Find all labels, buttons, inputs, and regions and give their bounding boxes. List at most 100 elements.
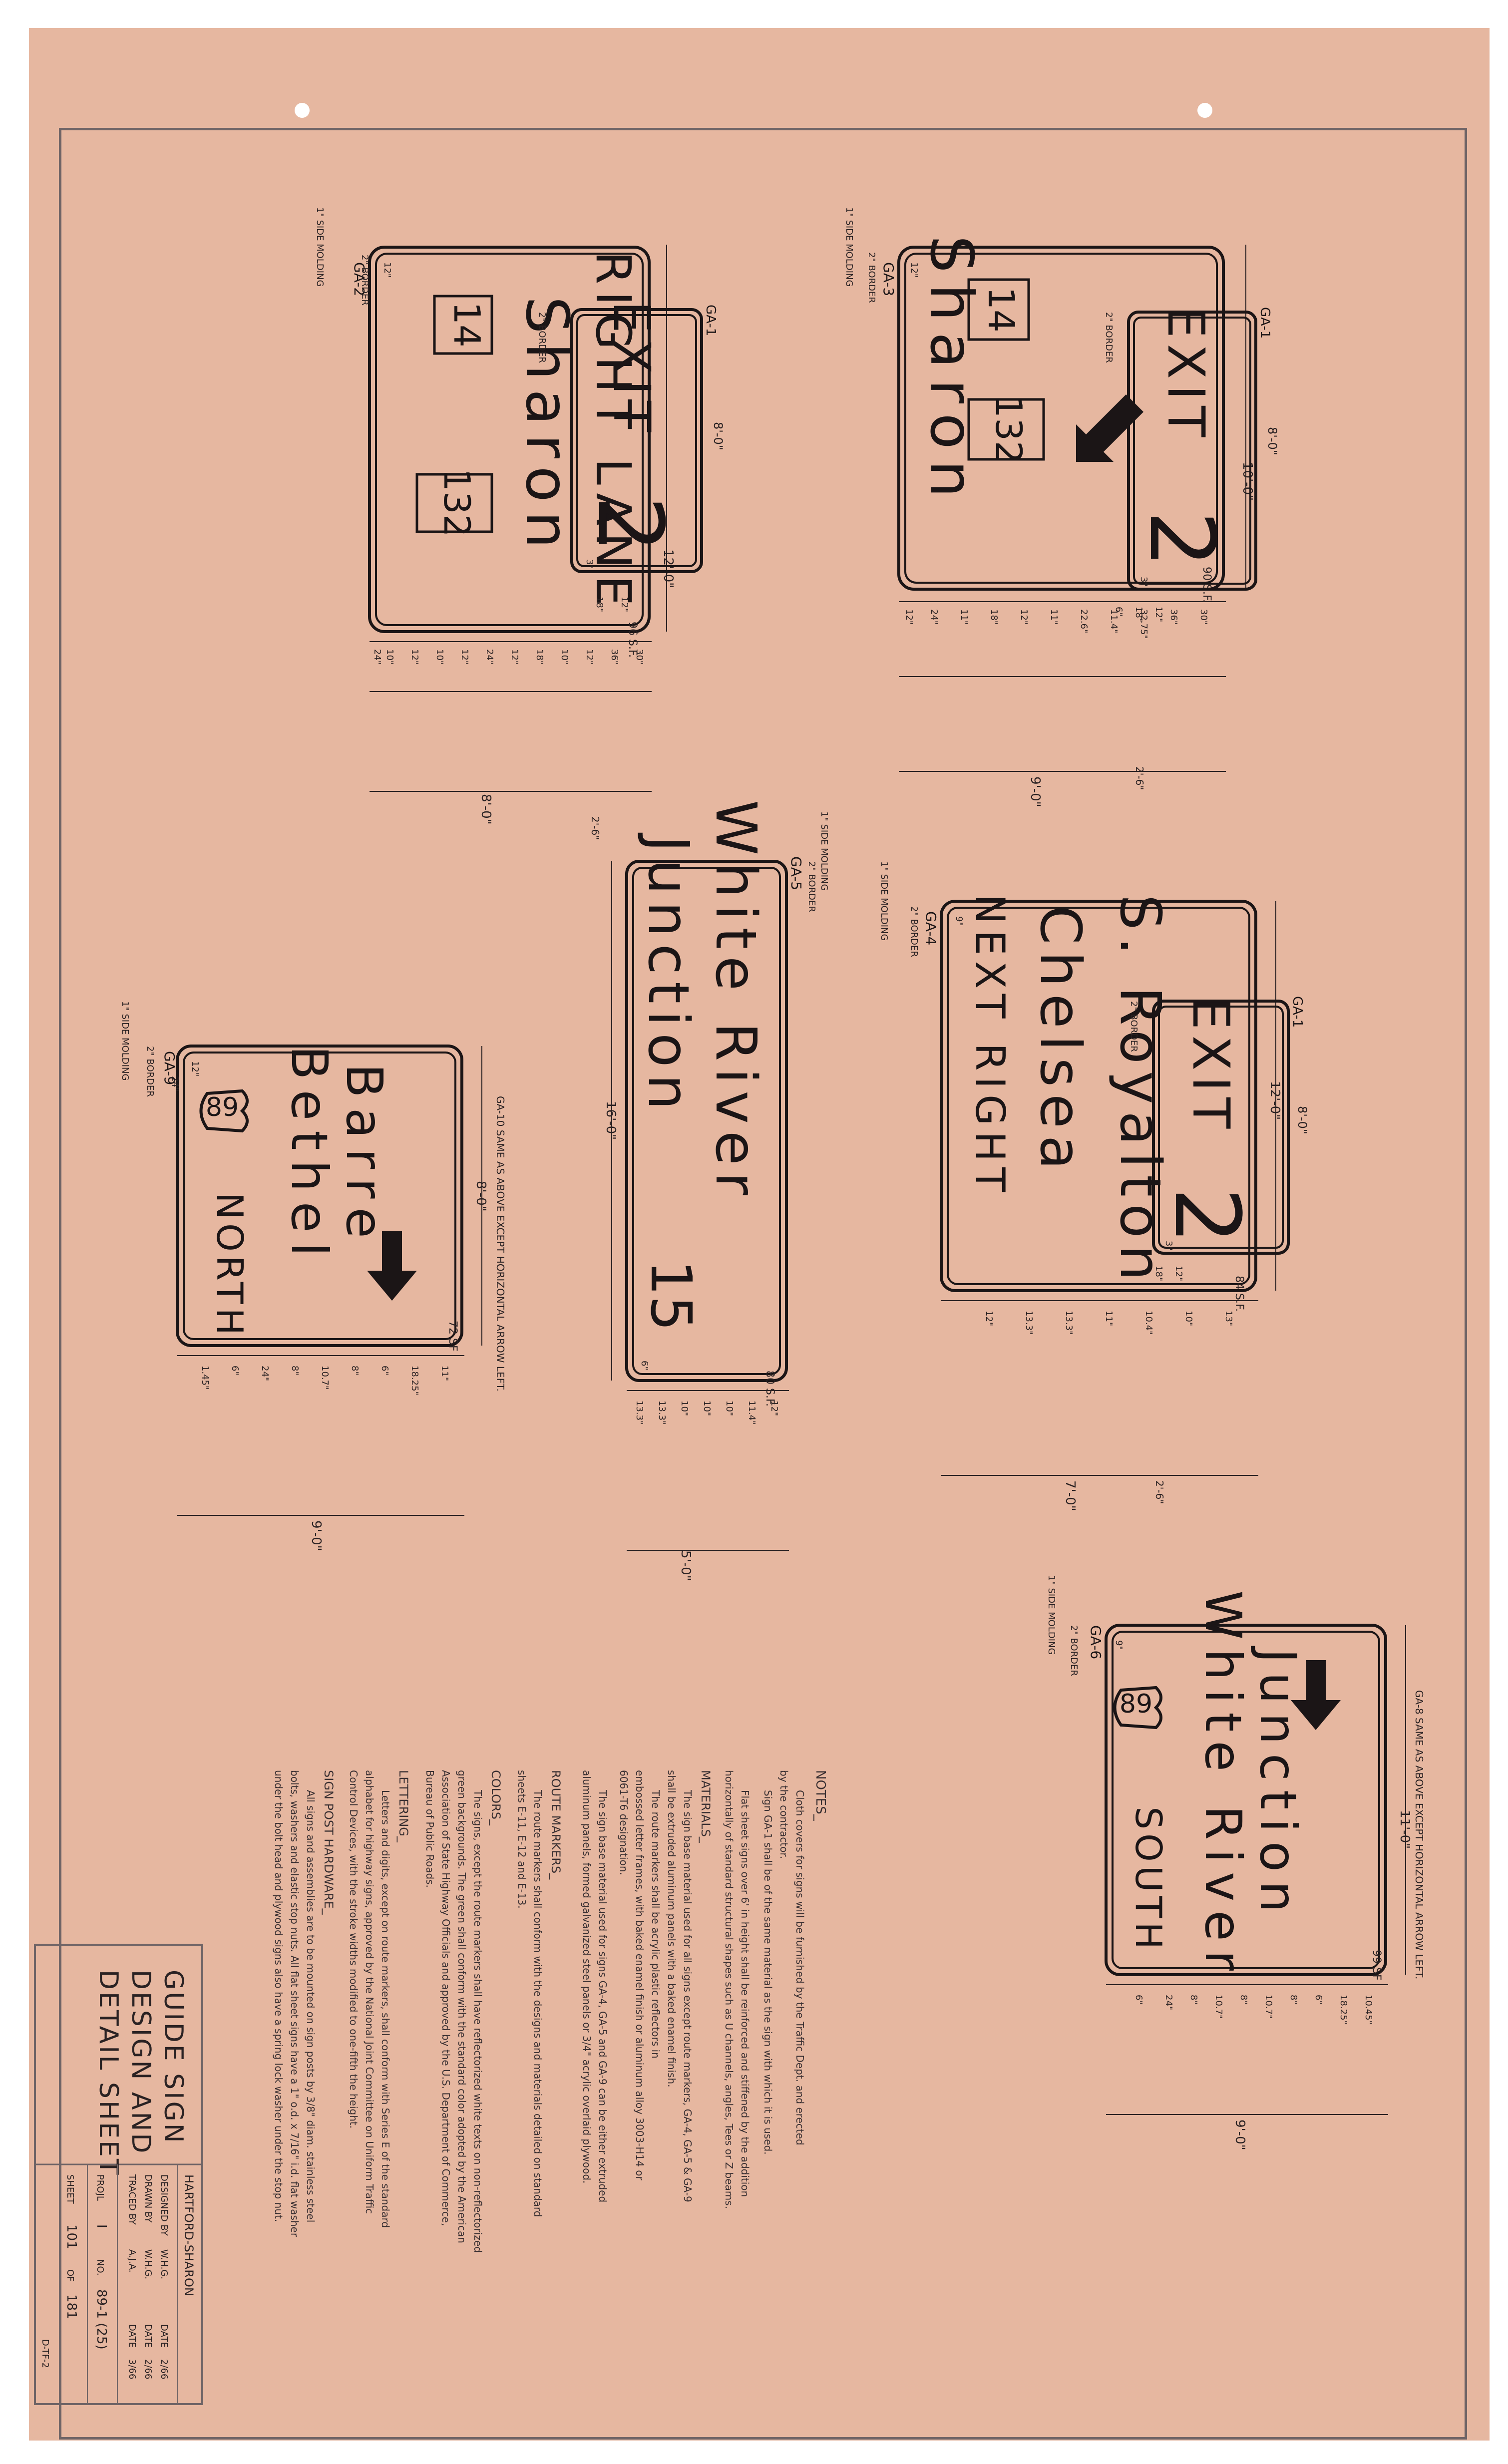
- ga3-route-left: 14: [980, 287, 1022, 333]
- ga4-line3: NEXT RIGHT: [967, 894, 1013, 1198]
- ga5-width: 16'-0": [603, 1101, 618, 1140]
- svg-text:1.45": 1.45": [200, 1366, 210, 1390]
- svg-text:10": 10": [724, 1401, 735, 1416]
- ga9-border: 2" BORDER: [145, 1046, 155, 1097]
- ga4-label: GA-4: [923, 911, 939, 945]
- ga4-height: 7'-0": [1063, 1480, 1078, 1511]
- ga1b-word: EXIT: [1156, 306, 1215, 443]
- svg-text:by the contractor.: by the contractor.: [778, 1770, 790, 1859]
- ga1a-num: 2: [578, 496, 682, 553]
- drawing-border-frame: [59, 128, 1467, 2440]
- svg-text:6061-T6 designation.: 6061-T6 designation.: [618, 1770, 630, 1875]
- svg-text:18.25": 18.25": [409, 1366, 420, 1396]
- ga1c-num: 2: [1154, 1187, 1259, 1245]
- ga3-arrow-icon: [1076, 394, 1143, 462]
- ga6-line1: White River: [1194, 1590, 1252, 1980]
- ga4-area: 84 S.F.: [1233, 1276, 1245, 1312]
- svg-text:12": 12": [409, 649, 420, 665]
- ga9-dimension-labels: 11" 18.25" 6" 8" 10.7" 8" 24" 6" 1.45": [200, 1366, 450, 1396]
- ga6-radius: 9": [1114, 1640, 1124, 1650]
- traced-date: 3/66: [127, 2359, 137, 2379]
- svg-text:All signs and assemblies are t: All signs and assemblies are to be mount…: [305, 1790, 317, 2222]
- ga2-border: 2" BORDER: [360, 255, 370, 306]
- svg-text:12": 12": [584, 649, 595, 665]
- materials-heading: MATERIALS_: [699, 1770, 713, 1843]
- svg-text:green backgrounds. The green s: green backgrounds. The green shall confo…: [456, 1770, 468, 2243]
- sign-ga4: S. Royalton Chelsea NEXT RIGHT GA-4 84 S…: [879, 861, 1282, 1511]
- ga1a-label: GA-1: [703, 305, 718, 336]
- svg-text:18": 18": [594, 597, 605, 612]
- svg-text:13": 13": [1223, 1311, 1234, 1326]
- ga5-line2: Junction: [636, 832, 701, 1116]
- ga1b-width: 8'-0": [1265, 427, 1279, 455]
- svg-text:13.3": 13.3": [1064, 1311, 1074, 1335]
- ga1c-radius: 3": [1163, 1241, 1174, 1251]
- ga9-label: GA-9: [161, 1051, 178, 1085]
- title-line3: DETAIL SHEET: [93, 1970, 123, 2177]
- designed-by: W.H.G.: [159, 2249, 169, 2279]
- ga3-area: 90 S.F.: [1200, 567, 1213, 603]
- route-markers-heading: ROUTE MARKERS_: [549, 1770, 563, 1880]
- ga5-molding: 1" SIDE MOLDING: [819, 811, 829, 891]
- ga6-height: 9'-0": [1232, 2119, 1247, 2150]
- ga3-word: Sharon: [917, 236, 986, 509]
- svg-text:18": 18": [1133, 607, 1144, 622]
- ga5-radius: 6": [639, 1361, 650, 1371]
- ga4-radius: 9": [954, 916, 964, 926]
- ga6-dir: SOUTH: [1128, 1806, 1169, 1953]
- svg-text:10.45": 10.45": [1363, 1995, 1374, 2025]
- ga3-height: 10'-0": [1240, 462, 1255, 501]
- ga9-radius: 12": [190, 1061, 200, 1076]
- sheet-total: 181: [64, 2294, 79, 2319]
- ga9-width: 8'-0": [473, 1181, 488, 1212]
- ga2-height: 12'-0": [661, 549, 676, 588]
- svg-text:10.7": 10.7": [1263, 1995, 1274, 2019]
- svg-text:10.4": 10.4": [1143, 1311, 1154, 1335]
- svg-text:6": 6": [1133, 1995, 1144, 2005]
- ga9-note: GA-10 SAME AS ABOVE EXCEPT HORIZONTAL AR…: [494, 1096, 506, 1392]
- svg-text:TRACED BY: TRACED BY: [127, 2174, 137, 2225]
- ga9-line1: Bethel: [280, 1046, 339, 1266]
- ga3-route-right: 132: [988, 395, 1030, 463]
- ga5-num: 15: [638, 1260, 703, 1332]
- ga9-shield: 89: [206, 1092, 239, 1122]
- svg-text:6": 6": [230, 1366, 240, 1376]
- rotated-drawing-canvas: 14 132 Sharon RIGHT LANE GA-2 96 S.F. 12…: [32, 102, 1436, 2409]
- sign-ga6: 89 SOUTH White River Junction GA-6 99 SF…: [1046, 1575, 1425, 2150]
- svg-text:DATE: DATE: [159, 2324, 169, 2348]
- svg-text:18": 18": [989, 609, 999, 625]
- svg-text:13.3": 13.3": [634, 1401, 645, 1424]
- ga2-radius: 12": [382, 262, 392, 278]
- svg-text:The sign base material used fo: The sign base material used for signs GA…: [597, 1789, 609, 2202]
- ga2-width: 8'-0": [478, 794, 493, 825]
- ga4-line2: Chelsea: [1028, 905, 1093, 1176]
- svg-text:embossed letter frames, with b: embossed letter frames, with baked ename…: [634, 1770, 646, 2181]
- svg-text:12": 12": [459, 649, 470, 665]
- ga1a-radius: 3": [584, 559, 595, 569]
- svg-text:10": 10": [559, 649, 570, 665]
- ga6-shield: 89: [1120, 1689, 1152, 1719]
- ga1b-num: 2: [1130, 511, 1234, 568]
- ga6-shield-icon: [1113, 1686, 1162, 1730]
- svg-text:18.25": 18.25": [1338, 1995, 1349, 2025]
- colors-heading: COLORS_: [489, 1770, 503, 1826]
- svg-text:horizontally of standard struc: horizontally of standard structural shap…: [723, 1770, 735, 2209]
- svg-text:alphabet for highway signs, ap: alphabet for highway signs, approved by …: [364, 1770, 376, 2214]
- svg-text:sheets E-11, E-12 and E-13.: sheets E-11, E-12 and E-13.: [516, 1770, 528, 1909]
- ga4-molding: 1" SIDE MOLDING: [879, 861, 889, 941]
- svg-text:18": 18": [1153, 1266, 1164, 1281]
- project-name: HARTFORD-SHARON: [182, 2174, 196, 2296]
- ga9-height: 9'-0": [309, 1520, 324, 1551]
- ga5-border: 2" BORDER: [806, 861, 817, 912]
- ga6-dimension-labels: 10.45" 18.25" 6" 8" 10.7" 8" 10.7" 8" 24…: [1133, 1995, 1374, 2025]
- ga3-label: GA-3: [880, 262, 897, 296]
- drawing-svg: 14 132 Sharon RIGHT LANE GA-2 96 S.F. 12…: [34, 207, 1425, 2405]
- svg-text:12": 12": [769, 1401, 779, 1416]
- ga2-molding: 1" SIDE MOLDING: [315, 207, 325, 287]
- svg-text:12": 12": [1173, 1266, 1184, 1281]
- svg-text:13.3": 13.3": [657, 1401, 667, 1424]
- svg-text:22.6": 22.6": [1079, 609, 1089, 633]
- svg-text:2'-6": 2'-6": [589, 816, 601, 840]
- sign-ga5: White River Junction 15 GA-5 80 S.F. 16'…: [603, 800, 829, 1581]
- title-line2: DESIGN AND: [126, 1970, 156, 2155]
